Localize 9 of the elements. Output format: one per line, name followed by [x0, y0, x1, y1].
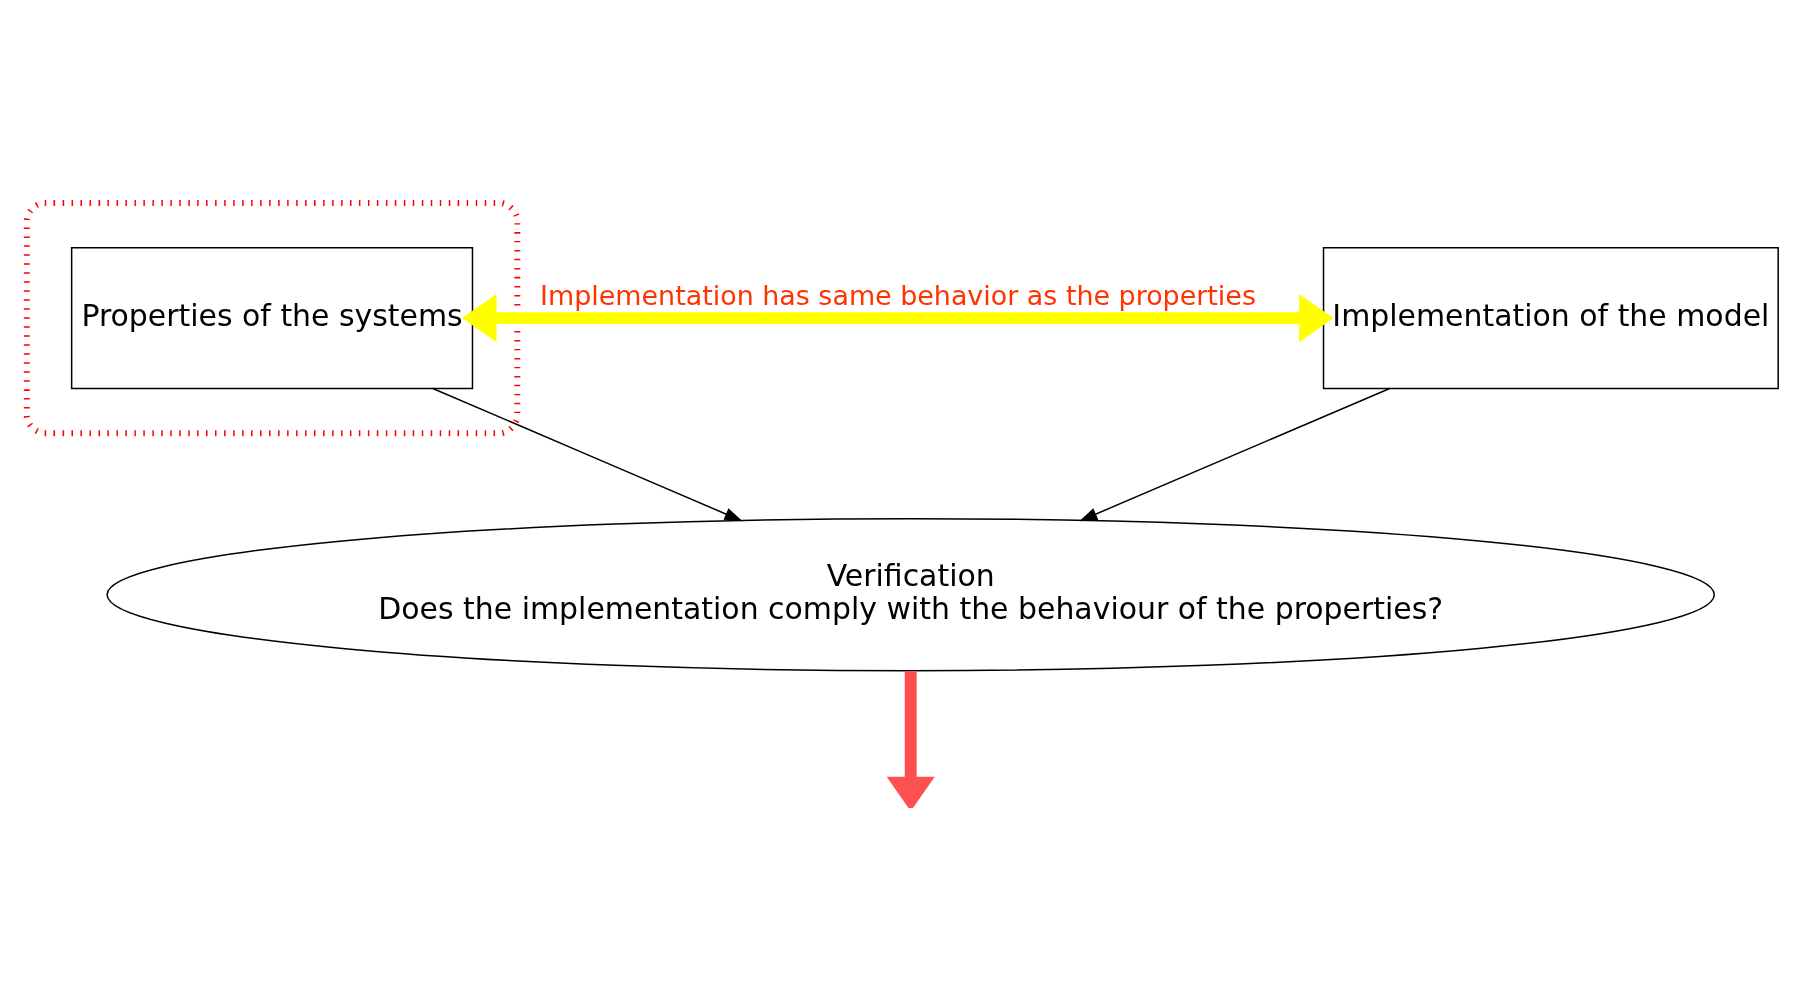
arrow — [886, 670, 935, 808]
node-box: Properties of the systems — [70, 246, 474, 389]
arrow — [1079, 387, 1391, 521]
arrow — [462, 293, 1334, 342]
node-box: Implementation of the model — [1322, 246, 1779, 389]
edge-label: Implementation has same behavior as the properties — [540, 279, 1256, 311]
node-ellipse: Verification Does the implementation comply with the behaviour of the properties? — [106, 517, 1716, 671]
cluster — [23, 199, 521, 436]
arrow — [432, 387, 743, 521]
